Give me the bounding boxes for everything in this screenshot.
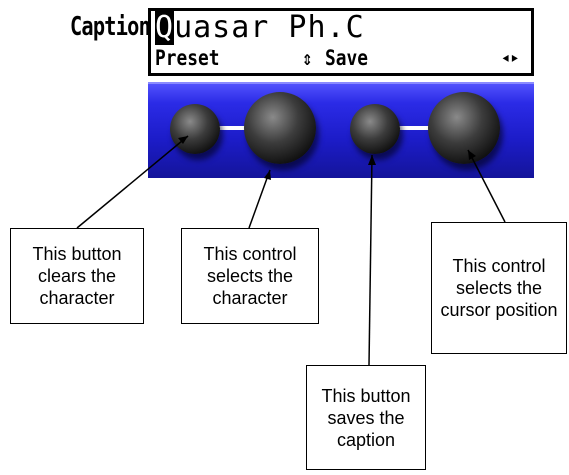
arrowhead-clear-button xyxy=(178,136,188,144)
leftright-arrows-icon: ◂▸ xyxy=(501,47,520,68)
connector-line-right xyxy=(396,126,436,130)
save-button[interactable] xyxy=(350,104,400,154)
updown-arrows-icon: ⇕ xyxy=(302,46,313,70)
caption-label: Caption xyxy=(70,12,151,42)
callout-clear-button: This button clears the character xyxy=(10,228,144,324)
cursor-position-knob[interactable] xyxy=(428,92,500,164)
arrowhead-char-control xyxy=(264,170,271,180)
caption-text: Quasar Ph.C xyxy=(155,10,365,45)
control-panel xyxy=(148,82,534,178)
character-select-knob[interactable] xyxy=(244,92,316,164)
caption-text-rest: uasar Ph.C xyxy=(174,10,365,45)
arrow-char-control xyxy=(248,169,271,229)
softkey-row: Preset ⇕ Save ◂▸ xyxy=(155,45,529,71)
arrow-cursor-control xyxy=(467,149,506,223)
callout-char-control: This control selects the character xyxy=(181,228,319,324)
arrow-save-button xyxy=(368,154,373,366)
connector-line-left xyxy=(214,126,254,130)
softkey-preset-label: Preset xyxy=(155,46,220,70)
text-cursor: Q xyxy=(155,10,175,45)
arrow-clear-button xyxy=(76,135,189,229)
arrowhead-cursor-control xyxy=(468,150,476,160)
arrowhead-save-button xyxy=(368,155,376,165)
callout-save-button: This button saves the caption xyxy=(306,365,426,470)
preset-clear-button[interactable] xyxy=(170,104,220,154)
lcd-display: Quasar Ph.C Preset ⇕ Save ◂▸ xyxy=(148,8,534,76)
softkey-save-label: Save xyxy=(325,46,368,70)
callout-cursor-control: This control selects the cursor position xyxy=(431,222,567,354)
